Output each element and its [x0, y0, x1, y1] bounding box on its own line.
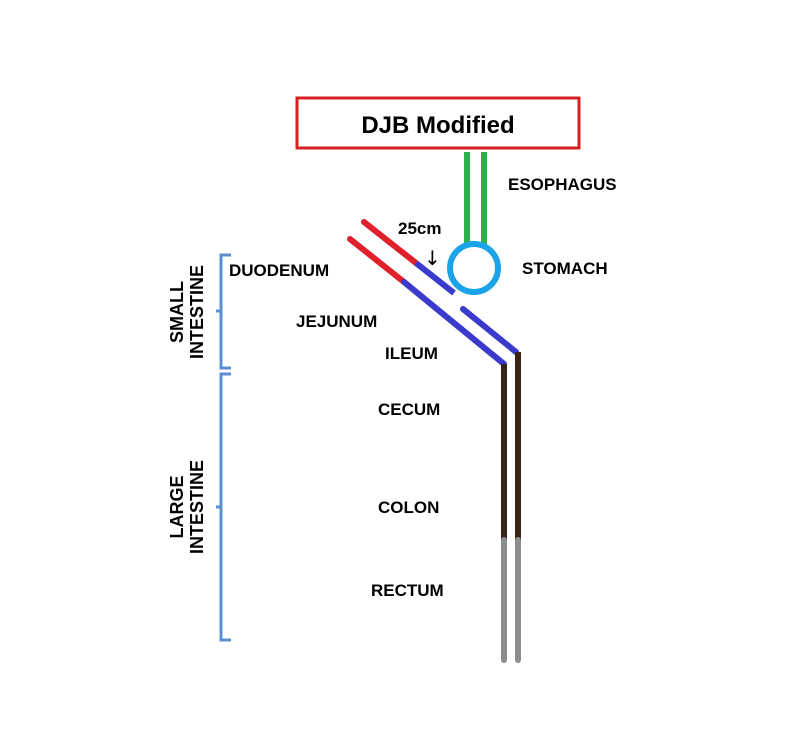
title: DJB Modified [361, 112, 514, 139]
label-esophagus: ESOPHAGUS [508, 175, 617, 194]
group-small-line1: SMALL [167, 281, 187, 343]
group-small-line2: INTESTINE [187, 265, 207, 359]
label-duodenum: DUODENUM [229, 261, 329, 280]
label-rectum: RECTUM [371, 581, 444, 600]
down-arrow-icon: ↓ [424, 246, 441, 270]
measure-25cm: 25cm [398, 219, 441, 238]
label-cecum: CECUM [378, 400, 440, 419]
label-colon: COLON [378, 498, 439, 517]
group-large-line1: LARGE [167, 476, 187, 539]
group-large-line2: INTESTINE [187, 460, 207, 554]
label-jejunum: JEJUNUM [296, 312, 377, 331]
stomach-pouch [450, 244, 498, 292]
small-bowel-upper-b [463, 309, 516, 352]
large-intestine-bracket [216, 374, 231, 640]
label-ileum: ILEUM [385, 344, 438, 363]
label-stomach: STOMACH [522, 259, 608, 278]
